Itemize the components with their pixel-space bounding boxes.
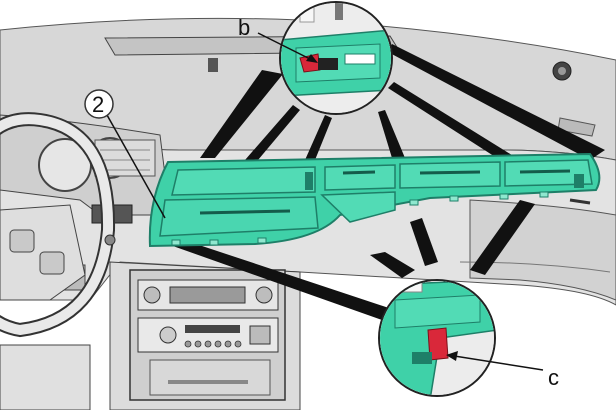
clip-c-icon (427, 327, 449, 361)
leader-lines (106, 32, 544, 371)
label-detail-b: b (238, 15, 250, 40)
connector-lines (170, 44, 605, 320)
center-console (109, 261, 301, 410)
arrowheads (306, 54, 458, 361)
highlighted-trim-panel (148, 152, 601, 248)
leader-2 (106, 114, 166, 219)
center-sensor (208, 58, 218, 72)
detail-circle-c (378, 279, 496, 397)
leader-b (257, 32, 313, 61)
detail-circle-b (279, 1, 393, 115)
steering-wheel (0, 112, 116, 410)
part-number-bubble (84, 89, 114, 119)
leader-c (447, 354, 544, 371)
label-detail-c: c (548, 365, 559, 390)
label-part-2: 2 (92, 92, 104, 117)
